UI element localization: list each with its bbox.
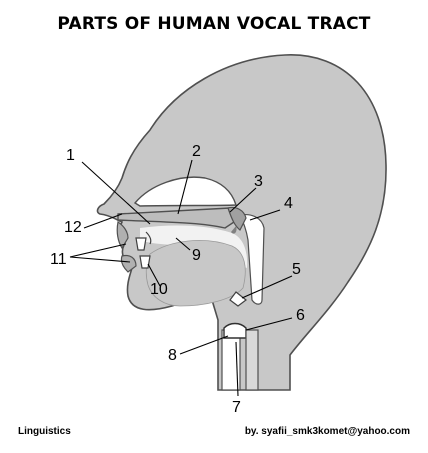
label-7: 7 (232, 399, 241, 416)
footer-credit: by. syafii_smk3komet@yahoo.com (244, 426, 410, 437)
label-12: 12 (64, 219, 82, 236)
upper-lip (116, 221, 129, 250)
esophagus (245, 329, 259, 391)
label-9: 9 (192, 247, 201, 264)
lower-teeth (139, 255, 151, 269)
velum (227, 206, 247, 231)
tongue (145, 240, 246, 307)
nasal-cavity (133, 176, 237, 207)
label-4: 4 (284, 195, 293, 212)
label-2: 2 (192, 143, 201, 160)
label-1: 1 (66, 147, 75, 164)
label-3: 3 (254, 173, 263, 190)
label-6: 6 (296, 307, 305, 324)
upper-teeth (135, 237, 147, 251)
diagram-title: PARTS OF HUMAN VOCAL TRACT (57, 14, 371, 34)
label-5: 5 (292, 261, 301, 278)
uvula (231, 226, 237, 234)
footer-subject: Linguistics (18, 426, 71, 437)
alveolar-ridge (145, 231, 152, 245)
label-10: 10 (150, 281, 168, 298)
label-11: 11 (50, 251, 67, 268)
pointer-lines (69, 159, 293, 397)
label-8: 8 (168, 347, 177, 364)
